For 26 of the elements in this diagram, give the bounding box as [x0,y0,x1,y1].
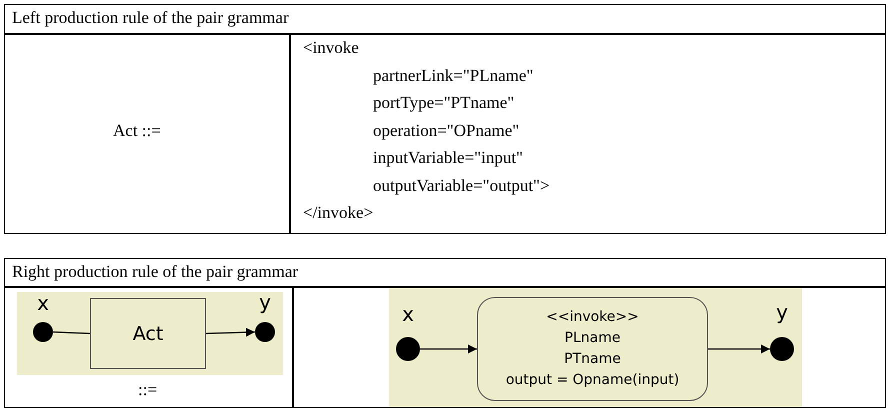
node-label: y [258,292,272,312]
connector-line [52,331,90,334]
code-line: partnerLink="PLname" [373,66,534,86]
node-label: x [36,293,50,313]
arrow [708,344,770,354]
node-text: Act [132,322,164,344]
node-text: PLname [564,329,620,348]
code-line: portType="PTname" [373,93,514,113]
node-label: y [775,302,789,322]
code-line: <invoke [303,38,359,58]
code-line: </invoke> [303,203,374,223]
table-text: Right production rule of the pair grammar [12,262,298,282]
code-line: operation="OPname" [373,120,520,140]
arrow [420,344,477,354]
arrow [206,328,256,337]
node-text: <<invoke>> [546,308,639,327]
table-text: Act ::= [113,121,161,141]
node-text: PTname [564,350,621,369]
table-text: Left production rule of the pair grammar [12,8,289,28]
code-line: outputVariable="output"> [373,176,550,196]
activity-box [90,298,206,369]
node-label: x [401,304,415,324]
table-text: ::= [138,380,158,400]
node-text: output = Opname(input) [506,371,680,390]
code-line: inputVariable="input" [373,148,523,168]
action-box [477,297,708,401]
